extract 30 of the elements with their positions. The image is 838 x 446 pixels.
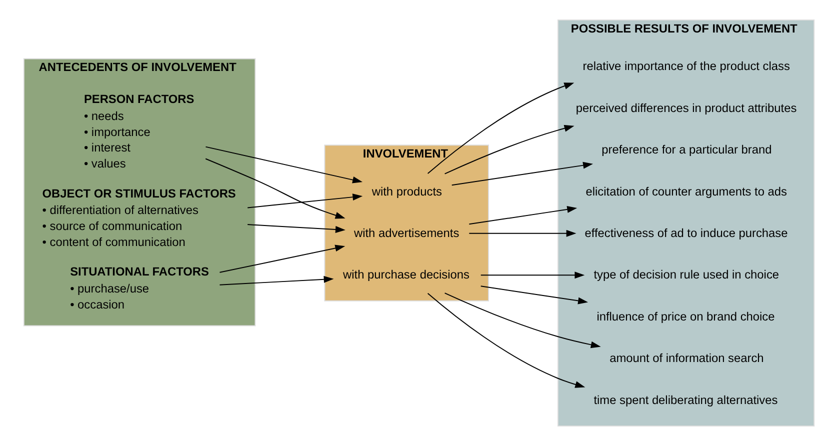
arrow (247, 224, 346, 233)
arrow (247, 194, 363, 208)
arrow (451, 162, 594, 186)
arrow (468, 230, 576, 237)
node-text: time spent deliberating alternatives (594, 392, 778, 407)
node-text: PERSON FACTORS • needs • importance • interest • values (84, 92, 194, 171)
arrow (480, 272, 585, 279)
arrow (219, 244, 346, 273)
arrow (444, 292, 601, 348)
arrow (205, 146, 363, 184)
node-text: preference for a particular brand (602, 142, 772, 157)
node-text: perceived differences in product attributes (576, 100, 797, 115)
node-text: type of decision rule used in choice (594, 268, 780, 282)
node-text: elicitation of counter arguments to ads (586, 184, 787, 198)
node-text: effectiveness of ad to induce purchase (584, 226, 788, 240)
node-text: SITUATIONAL FACTORS • purchase/use • occasion (70, 264, 209, 312)
arrow (205, 158, 346, 219)
arrow (480, 286, 588, 304)
arrow (444, 124, 574, 174)
node-text: with products (372, 184, 442, 198)
node-text: amount of information search (610, 351, 764, 366)
node-text: with advertisements (354, 226, 460, 240)
node-text: OBJECT OR STIMULUS FACTORS • differentiation of alternatives • source of communication • content of communication (42, 186, 236, 249)
arrow (427, 292, 586, 388)
node-text: with purchase decisions (343, 268, 470, 282)
arrow (468, 206, 578, 225)
node-text: influence of price on brand choice (596, 309, 775, 324)
node-text: relative importance of the product class (582, 59, 790, 74)
arrow (219, 276, 334, 286)
arrow (427, 82, 574, 174)
